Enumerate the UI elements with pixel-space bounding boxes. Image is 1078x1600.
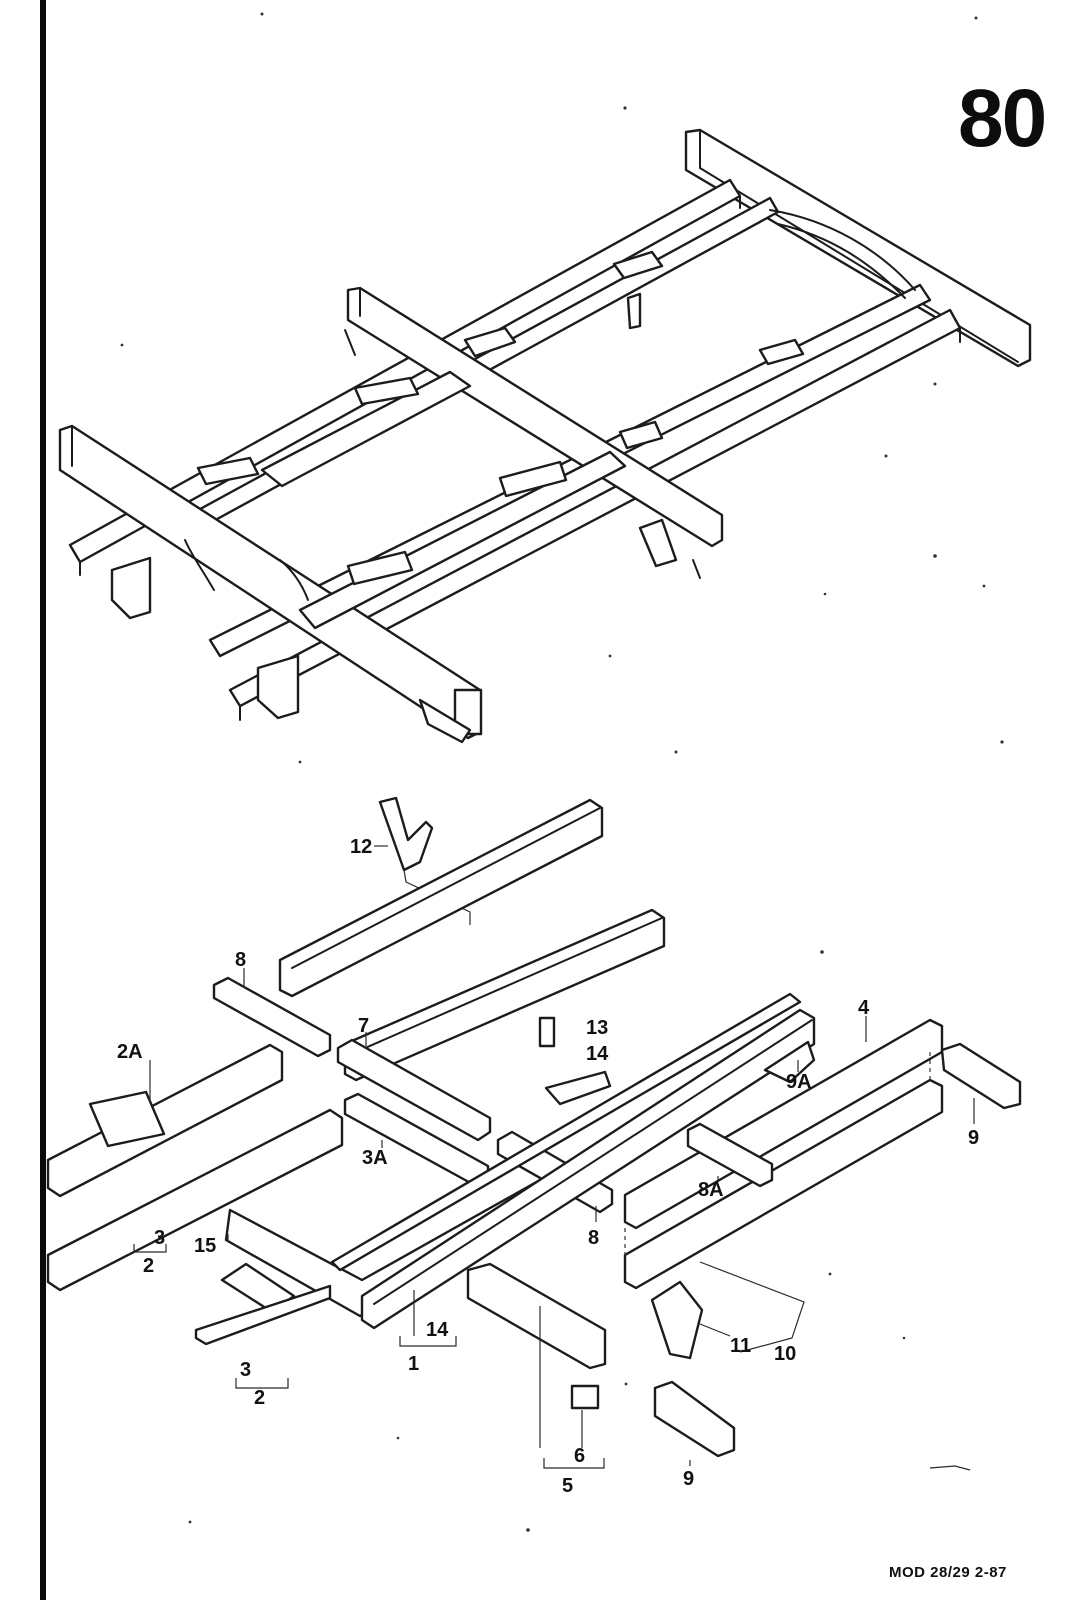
part-5-rail bbox=[466, 1262, 607, 1370]
callout-14-bottom: 14 bbox=[426, 1319, 449, 1341]
callout-14-top: 14 bbox=[586, 1043, 609, 1065]
part-8A-crossmember bbox=[686, 1122, 774, 1188]
callout-7: 7 bbox=[358, 1015, 369, 1037]
exploded-parts bbox=[46, 796, 1022, 1471]
part-2A-rail bbox=[46, 1043, 284, 1198]
callout-3A: 3A bbox=[362, 1147, 388, 1169]
callout-12: 12 bbox=[350, 836, 372, 858]
side-rail-right bbox=[228, 308, 962, 721]
callout-2-left: 2 bbox=[143, 1255, 154, 1277]
callout-2A: 2A bbox=[117, 1041, 143, 1063]
part-7-crossmember bbox=[336, 1038, 492, 1142]
part-10-outline bbox=[699, 1261, 805, 1353]
callout-9A: 9A bbox=[786, 1071, 812, 1093]
binding-edge bbox=[40, 0, 46, 1600]
callout-9-bottom: 9 bbox=[683, 1468, 694, 1490]
callout-labels: 12 8 7 13 14 2A 3A 4 9A 9 8A 8 3 2 15 14… bbox=[117, 836, 979, 1497]
part-12-bracket bbox=[378, 796, 434, 872]
scan-specks bbox=[120, 12, 1004, 1532]
part-13-bracket bbox=[538, 1016, 556, 1048]
part-9-bracket-bottom bbox=[653, 1380, 736, 1458]
page-number: 80 bbox=[958, 73, 1047, 164]
callout-15: 15 bbox=[194, 1235, 216, 1257]
callout-6: 6 bbox=[574, 1445, 585, 1467]
assembled-frame bbox=[58, 128, 1032, 744]
callout-2-bottom: 2 bbox=[254, 1387, 265, 1409]
part-8-crossmember-top bbox=[212, 976, 332, 1058]
part-9-bracket-right bbox=[940, 1042, 1022, 1110]
callout-13: 13 bbox=[586, 1017, 608, 1039]
callout-1: 1 bbox=[408, 1353, 419, 1375]
callout-8-mid: 8 bbox=[588, 1227, 599, 1249]
part-2-bracket bbox=[220, 1262, 296, 1314]
callout-8-top: 8 bbox=[235, 949, 246, 971]
part-3-rail bbox=[46, 1108, 344, 1292]
callout-4: 4 bbox=[858, 997, 870, 1019]
part-11-bracket bbox=[650, 1280, 704, 1360]
part-14-plate bbox=[544, 1070, 612, 1106]
cross-beam-center bbox=[346, 286, 724, 548]
callout-10: 10 bbox=[774, 1343, 796, 1365]
rear-bumper-beam bbox=[684, 128, 1032, 368]
callout-3-left: 3 bbox=[154, 1227, 165, 1249]
callout-11: 11 bbox=[730, 1335, 751, 1357]
part-9A-bracket bbox=[763, 1040, 816, 1084]
callout-8A: 8A bbox=[698, 1179, 724, 1201]
callout-9-right: 9 bbox=[968, 1127, 979, 1149]
footer-model-code: MOD 28/29 2-87 bbox=[889, 1564, 1007, 1581]
part-6-bracket bbox=[570, 1384, 600, 1410]
callout-3-bottom: 3 bbox=[240, 1359, 251, 1381]
callout-5: 5 bbox=[562, 1475, 573, 1497]
